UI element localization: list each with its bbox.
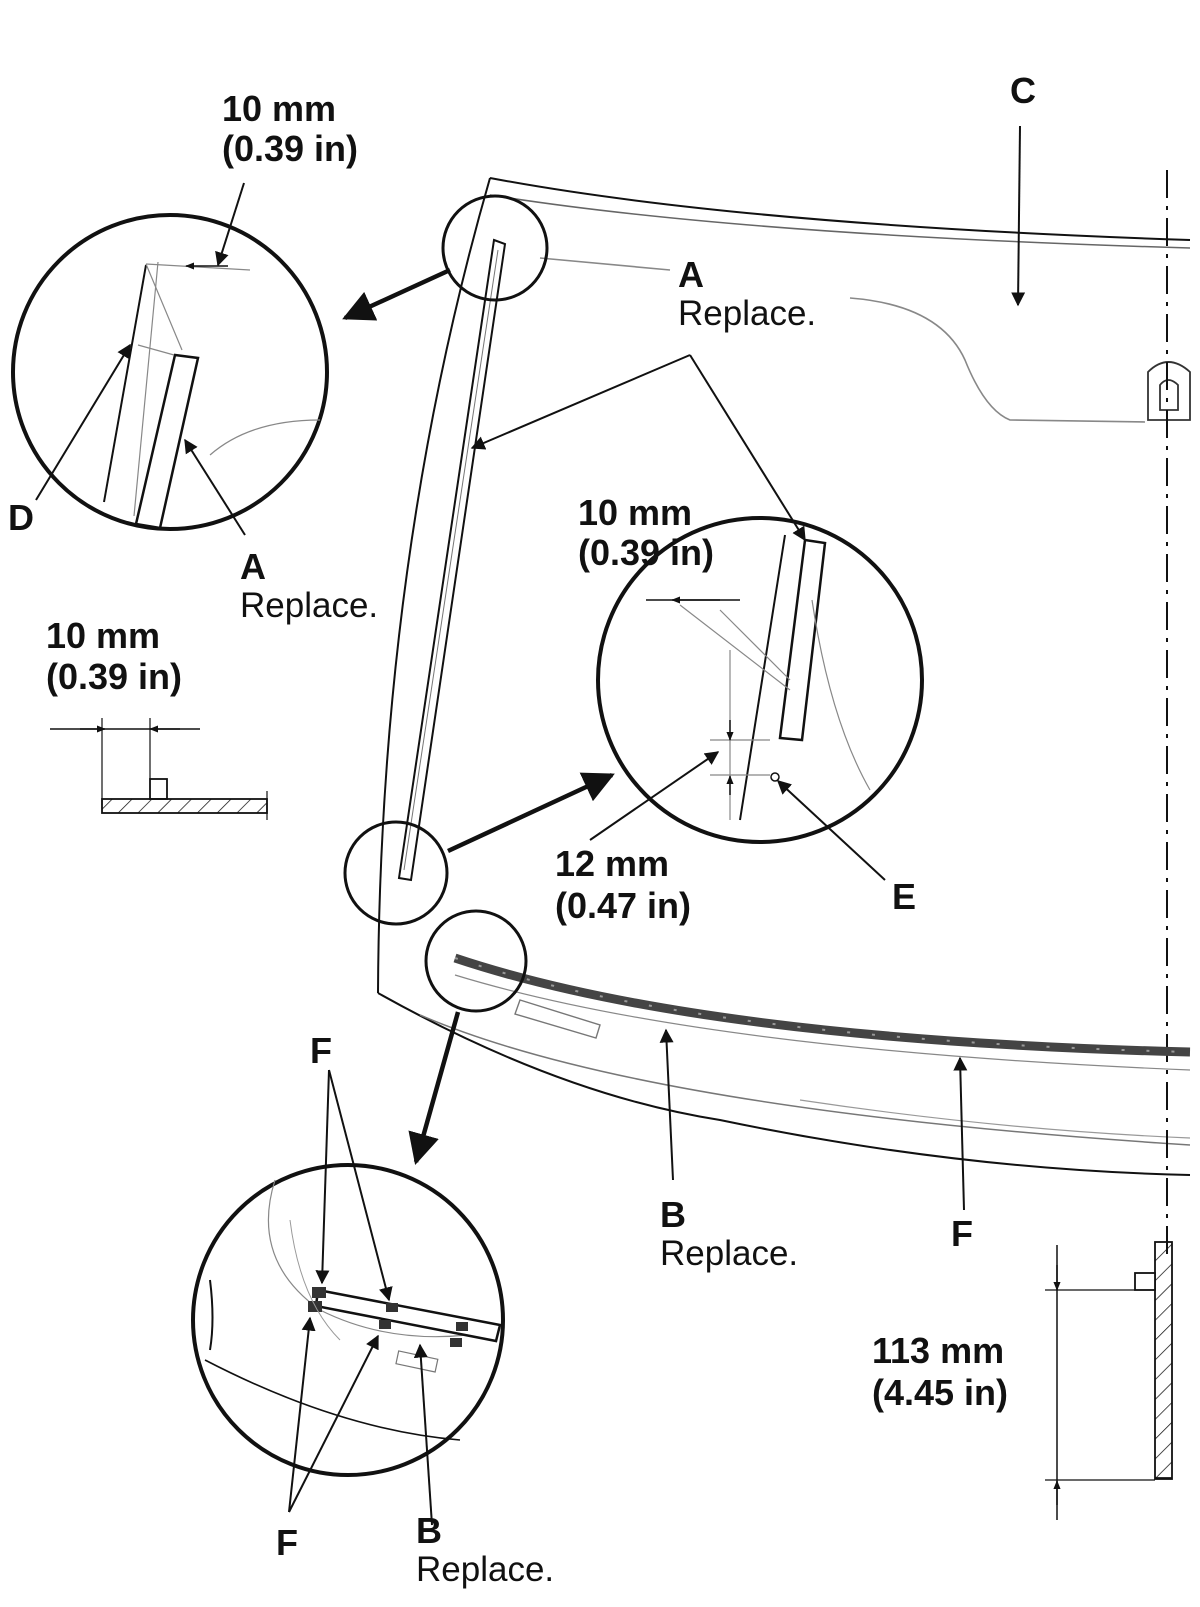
label-b-middle: B	[660, 1194, 686, 1235]
note-a-left: Replace.	[240, 586, 379, 625]
label-b-bottom: B	[416, 1510, 442, 1551]
dimension-113mm: 113 mm	[872, 1330, 1005, 1371]
callout-arrows	[35, 125, 1026, 1526]
source-circle-mid	[343, 820, 449, 926]
top-dimension-mm: 10 mm	[222, 88, 337, 129]
dam-rubber-b	[453, 953, 1191, 1057]
label-f-bottom: F	[276, 1522, 298, 1563]
source-circle-top	[441, 194, 549, 302]
label-c: C	[1010, 70, 1036, 111]
label-e: E	[892, 876, 917, 917]
shade-band-line	[539, 257, 1146, 423]
top-dimension-in: (0.39 in)	[222, 128, 359, 169]
note-b-middle: Replace.	[660, 1234, 799, 1273]
left-dimension-in: (0.39 in)	[46, 656, 183, 697]
source-circle-bottom	[424, 909, 528, 1013]
detail-circle-middle	[596, 516, 924, 844]
profile-detail-right	[1045, 1241, 1173, 1520]
sensor-bracket	[1147, 361, 1191, 421]
profile-detail-left	[50, 718, 268, 820]
note-a-top: Replace.	[678, 294, 817, 333]
dimension-12mm-in: (0.47 in)	[555, 885, 692, 926]
dimension-113mm-in: (4.45 in)	[872, 1372, 1009, 1413]
label-d: D	[8, 497, 34, 538]
label-a-left: A	[240, 546, 266, 587]
detail-circle-top-left	[11, 213, 329, 531]
label-f-top: F	[310, 1030, 332, 1071]
glass-small-rect	[514, 999, 601, 1039]
middle-dimension-in: (0.39 in)	[578, 532, 715, 573]
note-b-bottom: Replace.	[416, 1550, 555, 1589]
left-dimension-mm: 10 mm	[46, 615, 161, 656]
spacer-a-strip	[397, 238, 507, 882]
detail-circle-bottom-left	[191, 1163, 505, 1477]
label-f-right: F	[951, 1213, 973, 1254]
label-a-top: A	[678, 254, 704, 295]
middle-dimension-mm: 10 mm	[578, 492, 693, 533]
dimension-12mm: 12 mm	[555, 843, 670, 884]
